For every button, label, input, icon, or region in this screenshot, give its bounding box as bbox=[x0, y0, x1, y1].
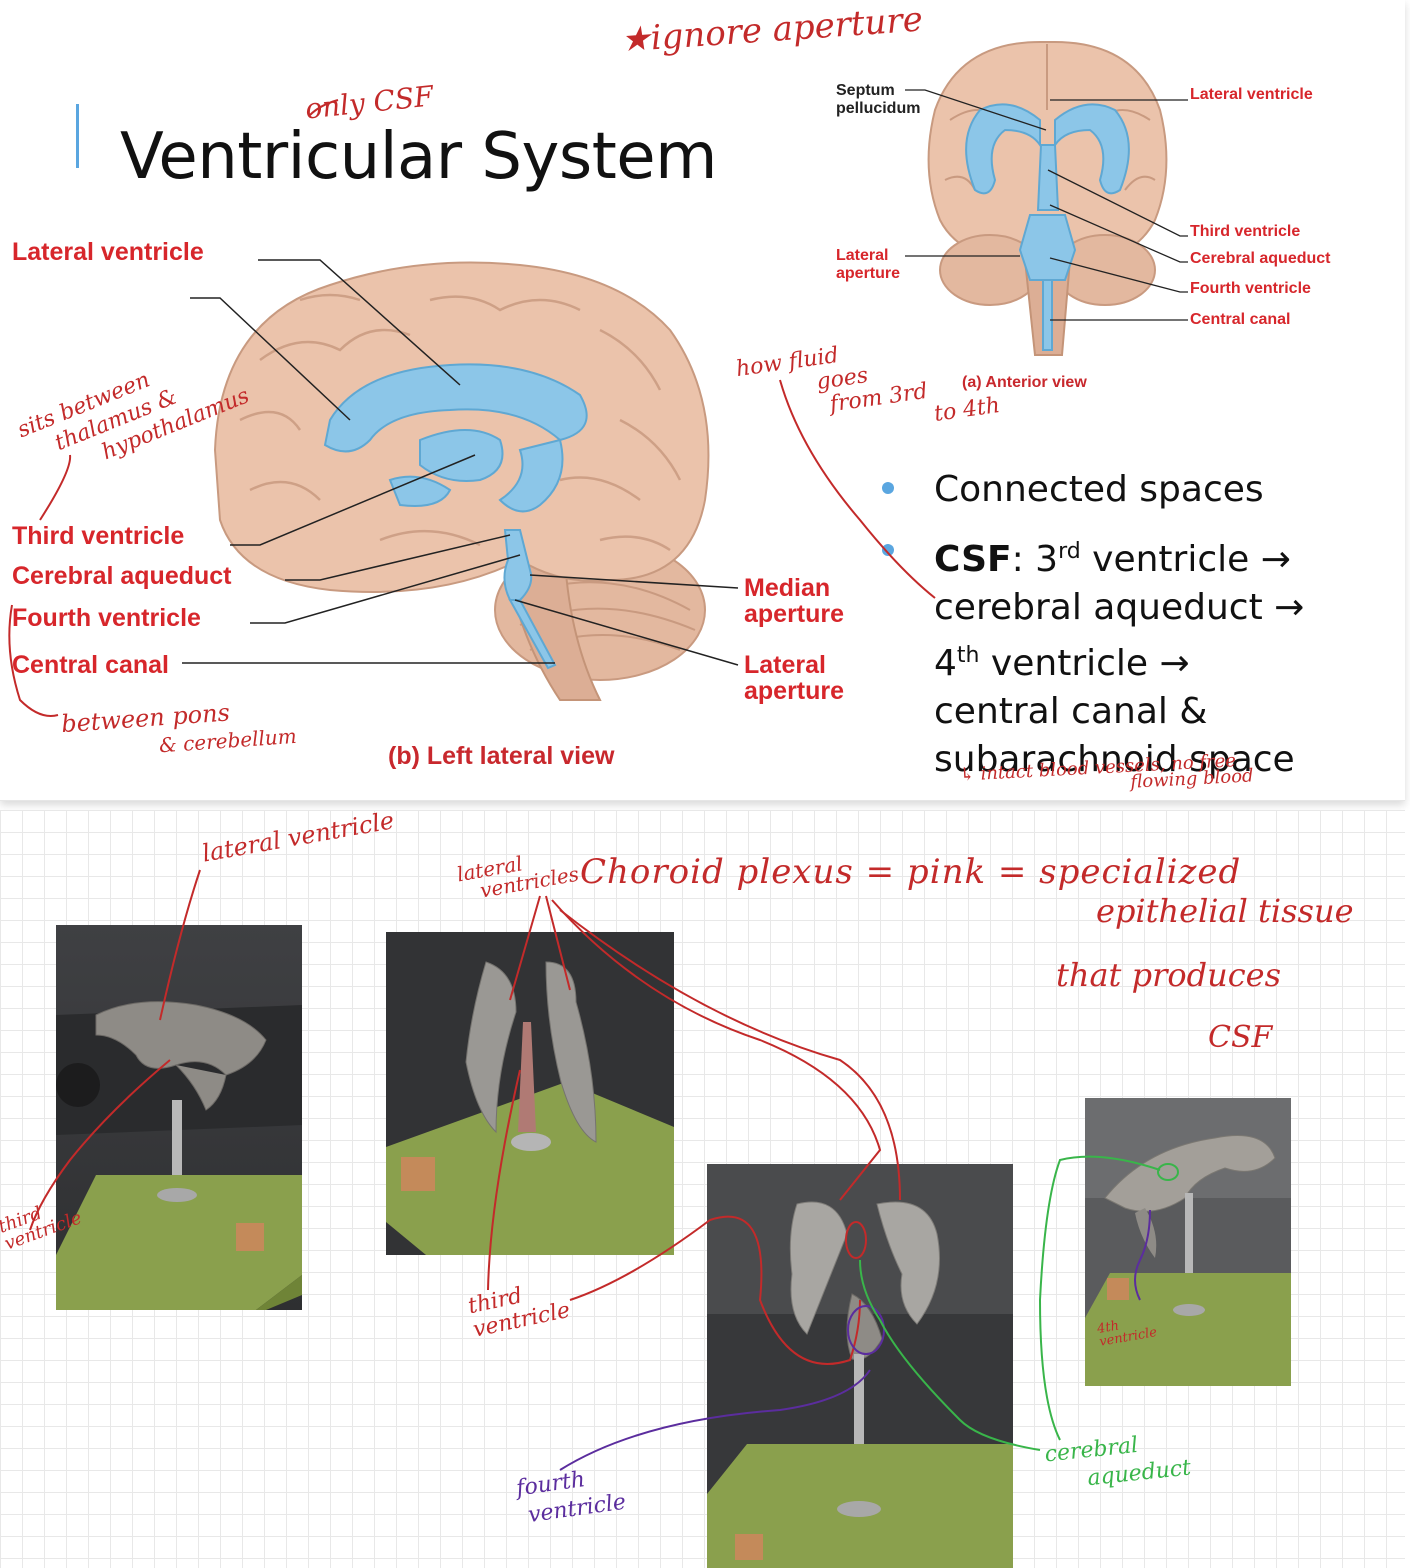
leader-third-ventricle bbox=[230, 454, 476, 546]
hw-epithelial-tissue: epithelial tissue bbox=[1096, 892, 1354, 930]
title-accent-bar bbox=[76, 104, 79, 168]
caption-anterior-view: (a) Anterior view bbox=[962, 374, 1087, 391]
csf-line5: subarachnoid space bbox=[934, 739, 1295, 780]
bullet-dot bbox=[882, 482, 894, 494]
csf-text-b: ventricle → bbox=[1080, 539, 1291, 580]
label-anterior-lateral-aperture: Lateral aperture bbox=[836, 247, 900, 283]
leader-median-aperture bbox=[529, 574, 739, 589]
lateral-ventricle-shape bbox=[323, 363, 588, 453]
csf-text-a: : 3 bbox=[1011, 539, 1059, 580]
anterior-lateral-aperture-line1: Lateral bbox=[836, 247, 889, 264]
model-2-drawing bbox=[386, 961, 674, 1255]
label-median-aperture: Median aperture bbox=[744, 575, 844, 627]
model-3-drawing bbox=[707, 1164, 1013, 1568]
label-anterior-fourth-ventricle: Fourth ventricle bbox=[1190, 280, 1311, 297]
leader-lateral-aperture bbox=[514, 599, 739, 666]
csf-line3: 4th ventricle → bbox=[934, 632, 1350, 688]
label-lateral-aperture: Lateral aperture bbox=[744, 652, 844, 704]
slide-ink-strokes bbox=[8, 99, 936, 717]
label-anterior-lateral-ventricle: Lateral ventricle bbox=[1190, 86, 1313, 103]
photo-model-2 bbox=[386, 932, 674, 1255]
bullet-dot bbox=[882, 544, 894, 556]
anterior-lateral-aperture-line2: aperture bbox=[836, 265, 901, 282]
lateral-aperture-line2: aperture bbox=[744, 677, 845, 705]
lateral-view-illustration bbox=[182, 259, 739, 701]
csf-line4: central canal & bbox=[934, 691, 1208, 732]
hw-choroid-plexus: Choroid plexus = pink = specialized bbox=[580, 852, 1242, 892]
caption-left-lateral-view: (b) Left lateral view bbox=[388, 742, 615, 770]
bullet-text: Connected spaces bbox=[934, 469, 1264, 510]
label-cerebral-aqueduct: Cerebral aqueduct bbox=[12, 562, 232, 590]
median-aperture-line2: aperture bbox=[744, 600, 845, 628]
leader-cerebral-aqueduct bbox=[285, 534, 511, 581]
median-aperture-line1: Median bbox=[744, 574, 831, 602]
bullet-list: Connected spaces CSF: 3rd ventricle → ce… bbox=[880, 466, 1350, 784]
slide-title: Ventricular System bbox=[120, 120, 718, 194]
csf-text-d: ventricle → bbox=[979, 643, 1190, 684]
anterior-view-illustration bbox=[905, 40, 1188, 356]
csf-line2: cerebral aqueduct → bbox=[934, 587, 1305, 628]
label-anterior-central-canal: Central canal bbox=[1190, 311, 1291, 328]
csf-line1: CSF: 3rd ventricle → bbox=[934, 528, 1350, 584]
lateral-aperture-line1: Lateral bbox=[744, 651, 826, 679]
csf-text-c: 4 bbox=[934, 643, 957, 684]
leader-fourth-ventricle bbox=[250, 554, 521, 624]
cerebrum bbox=[213, 261, 710, 593]
bullet-connected-spaces: Connected spaces bbox=[880, 466, 1350, 514]
third-ventricle-shape bbox=[419, 429, 504, 482]
csf-sup-rd: rd bbox=[1058, 539, 1081, 564]
hw-csf: CSF bbox=[1208, 1020, 1273, 1055]
lecture-slide: Ventricular System bbox=[0, 40, 1405, 801]
label-third-ventricle: Third ventricle bbox=[12, 522, 185, 550]
photo-model-3 bbox=[707, 1164, 1013, 1568]
photo-model-1 bbox=[56, 925, 302, 1310]
model-1-drawing bbox=[56, 1001, 302, 1310]
bullet-csf-flow: CSF: 3rd ventricle → cerebral aqueduct →… bbox=[880, 528, 1350, 784]
model-4-drawing bbox=[1085, 1098, 1291, 1386]
label-lateral-ventricle: Lateral ventricle bbox=[12, 238, 204, 266]
hw-that-produces: that produces bbox=[1056, 956, 1281, 994]
label-fourth-ventricle: Fourth ventricle bbox=[12, 604, 201, 632]
photo-model-4 bbox=[1085, 1098, 1291, 1386]
label-anterior-third-ventricle: Third ventricle bbox=[1190, 223, 1301, 240]
csf-bold: CSF bbox=[934, 539, 1012, 580]
leader-lateral-ventricle bbox=[258, 259, 461, 386]
csf-sup-th: th bbox=[956, 643, 980, 668]
label-septum-pellucidum: Septum pellucidum bbox=[836, 82, 920, 118]
septum-line2: pellucidum bbox=[836, 100, 921, 117]
label-central-canal: Central canal bbox=[12, 651, 170, 679]
label-anterior-cerebral-aqueduct: Cerebral aqueduct bbox=[1190, 250, 1331, 267]
septum-line1: Septum bbox=[836, 82, 895, 99]
